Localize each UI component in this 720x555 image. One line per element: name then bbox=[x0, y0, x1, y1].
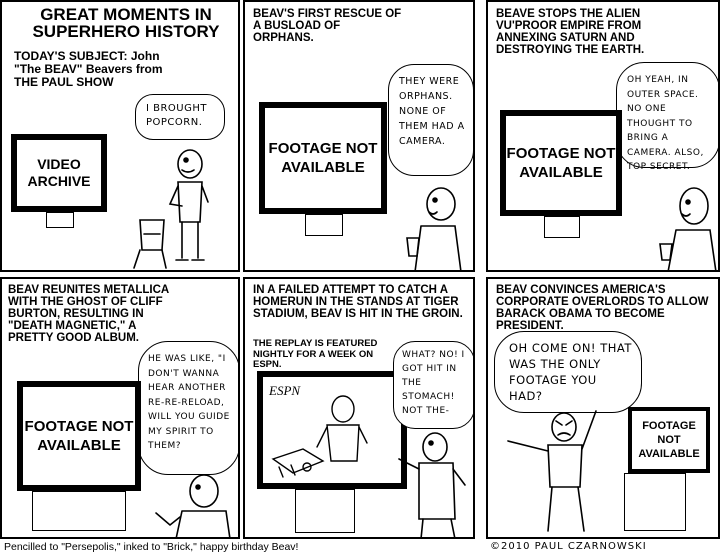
footer-copyright: ©2010 PAUL CZARNOWSKI bbox=[490, 541, 647, 552]
panel-5: IN A FAILED ATTEMPT TO CATCH A HOMERUN I… bbox=[243, 277, 475, 539]
tv-monitor: FOOTAGE NOT AVAILABLE bbox=[500, 110, 622, 216]
beav-with-chair-drawing bbox=[133, 149, 209, 269]
subject-caption: TODAY'S SUBJECT: John "The BEAV" Beavers… bbox=[14, 49, 163, 89]
panel-4: BEAV REUNITES METALLICA WITH THE GHOST O… bbox=[0, 277, 240, 539]
beav-watching-drawing bbox=[659, 187, 717, 270]
panel-3: BEAVE STOPS THE ALIEN Vu'PROOR EMPIRE FR… bbox=[486, 0, 720, 272]
tv-screen-text: FOOTAGE NOT AVAILABLE bbox=[23, 387, 135, 485]
tv-stand bbox=[305, 214, 343, 236]
speech-bubble: THEY WERE ORPHANS. NONE OF THEM HAD A CA… bbox=[388, 64, 473, 176]
tv-stand bbox=[46, 212, 74, 228]
panel-1: GREAT MOMENTS IN SUPERHERO HISTORY TODAY… bbox=[0, 0, 240, 272]
comic-title: GREAT MOMENTS IN SUPERHERO HISTORY bbox=[32, 5, 220, 41]
panel-2: BEAV'S FIRST RESCUE OF A BUSLOAD OF ORPH… bbox=[243, 0, 475, 272]
tv-screen-text: VIDEO ARCHIVE bbox=[17, 140, 101, 206]
speech-bubble: OH COME ON! THAT WAS THE ONLY FOOTAGE YO… bbox=[494, 331, 642, 413]
beav-eating-popcorn-drawing bbox=[406, 187, 462, 270]
tv-stand bbox=[295, 489, 355, 533]
panel-subcaption: THE REPLAY IS FEATURED NIGHTLY FOR A WEE… bbox=[253, 338, 378, 370]
tv-monitor: FOOTAGE NOT AVAILABLE bbox=[628, 407, 710, 473]
tv-screen-text: FOOTAGE NOT AVAILABLE bbox=[632, 411, 706, 469]
panel-caption: BEAVE STOPS THE ALIEN Vu'PROOR EMPIRE FR… bbox=[496, 8, 645, 56]
replay-scene-drawing bbox=[271, 395, 368, 478]
tv-monitor: FOOTAGE NOT AVAILABLE bbox=[259, 102, 387, 214]
speech-bubble: I BROUGHT POPCORN. bbox=[135, 94, 225, 140]
speech-bubble: HE WAS LIKE, "I DON'T WANNA HEAR ANOTHER… bbox=[138, 341, 238, 475]
beav-recoiling-drawing bbox=[398, 432, 466, 537]
beav-gesturing-drawing bbox=[155, 474, 231, 537]
tv-screen-text: FOOTAGE NOT AVAILABLE bbox=[265, 108, 381, 208]
tv-screen-text: FOOTAGE NOT AVAILABLE bbox=[506, 116, 616, 210]
speech-bubble: OH YEAH, IN OUTER SPACE. NO ONE THOUGHT … bbox=[616, 62, 718, 172]
panel-caption: BEAV CONVINCES AMERICA'S CORPORATE OVERL… bbox=[496, 284, 709, 332]
panel-caption: IN A FAILED ATTEMPT TO CATCH A HOMERUN I… bbox=[253, 284, 463, 320]
panel-6: BEAV CONVINCES AMERICA'S CORPORATE OVERL… bbox=[486, 277, 720, 539]
footer-credit: Pencilled to "Persepolis," inked to "Bri… bbox=[4, 541, 299, 553]
tv-stand bbox=[544, 216, 580, 238]
beav-pointing-angry-drawing bbox=[507, 410, 597, 532]
panel-caption: BEAV REUNITES METALLICA WITH THE GHOST O… bbox=[8, 284, 169, 344]
tv-monitor: ESPN bbox=[257, 371, 407, 489]
tv-monitor: FOOTAGE NOT AVAILABLE bbox=[17, 381, 141, 491]
speech-bubble: WHAT? NO! I GOT HIT IN THE STOMACH! NOT … bbox=[393, 341, 473, 429]
tv-replay-screen: ESPN bbox=[263, 377, 401, 483]
espn-logo: ESPN bbox=[269, 383, 301, 398]
tv-monitor: VIDEO ARCHIVE bbox=[11, 134, 107, 212]
panel-caption: BEAV'S FIRST RESCUE OF A BUSLOAD OF ORPH… bbox=[253, 8, 402, 44]
tv-stand bbox=[32, 491, 126, 531]
tv-stand bbox=[624, 473, 686, 531]
